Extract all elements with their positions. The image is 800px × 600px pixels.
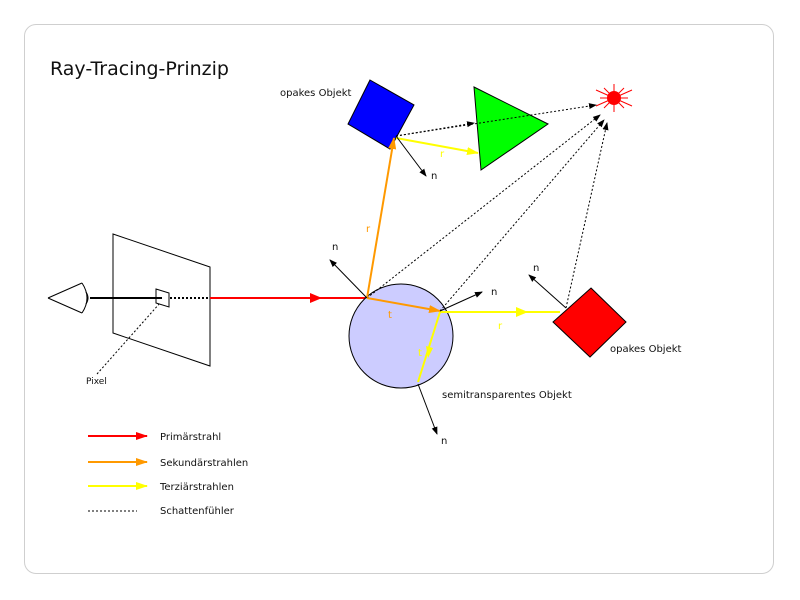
diagram-title: Ray-Tracing-Prinzip xyxy=(50,58,229,80)
tertiary-ray-t-label: t xyxy=(418,348,422,359)
diagram-frame xyxy=(24,24,774,574)
legend-primary-label: Primärstrahl xyxy=(160,432,221,443)
tertiary-ray-label-right: r xyxy=(498,321,503,332)
normal-label-bottom: n xyxy=(441,436,447,447)
semitransparent-object-label: semitransparentes Objekt xyxy=(442,390,572,401)
normal-label-red: n xyxy=(533,263,539,274)
normal-label-sphere-front: n xyxy=(332,242,338,253)
shadow-rays xyxy=(366,103,609,312)
tertiary-ray-down-arrow xyxy=(426,346,433,358)
legend-shadow-label: Schattenfühler xyxy=(160,506,235,517)
secondary-ray-t-label: t xyxy=(388,310,392,321)
secondary-ray-transmit xyxy=(366,297,441,314)
tertiary-ray-label-top: r xyxy=(440,149,445,160)
primary-ray-arrow xyxy=(310,293,322,303)
opaque-object-red xyxy=(552,287,627,358)
normal-label-sphere-back: n xyxy=(491,287,497,298)
image-plane xyxy=(112,233,211,367)
legend-tertiary-label: Terziärstrahlen xyxy=(159,482,234,493)
normal-label-blue: n xyxy=(431,171,437,182)
normal-vectors xyxy=(329,135,567,435)
eye-icon xyxy=(47,282,89,314)
pixel-label: Pixel xyxy=(86,377,107,387)
secondary-ray-r-label: r xyxy=(366,224,371,235)
opaque-object-label-right: opakes Objekt xyxy=(610,344,682,355)
opaque-object-label-top: opakes Objekt xyxy=(280,88,352,99)
tertiary-ray-blue-to-green xyxy=(395,137,479,155)
tertiary-ray-arrow xyxy=(516,307,528,317)
secondary-ray-reflect xyxy=(366,137,397,299)
semitransparent-sphere xyxy=(348,283,454,389)
light-source-icon xyxy=(595,84,633,112)
legend-secondary-label: Sekundärstrahlen xyxy=(160,458,248,469)
green-triangle-object xyxy=(473,86,549,171)
legend: Primärstrahl Sekundärstrahlen Terziärstr… xyxy=(88,432,248,517)
